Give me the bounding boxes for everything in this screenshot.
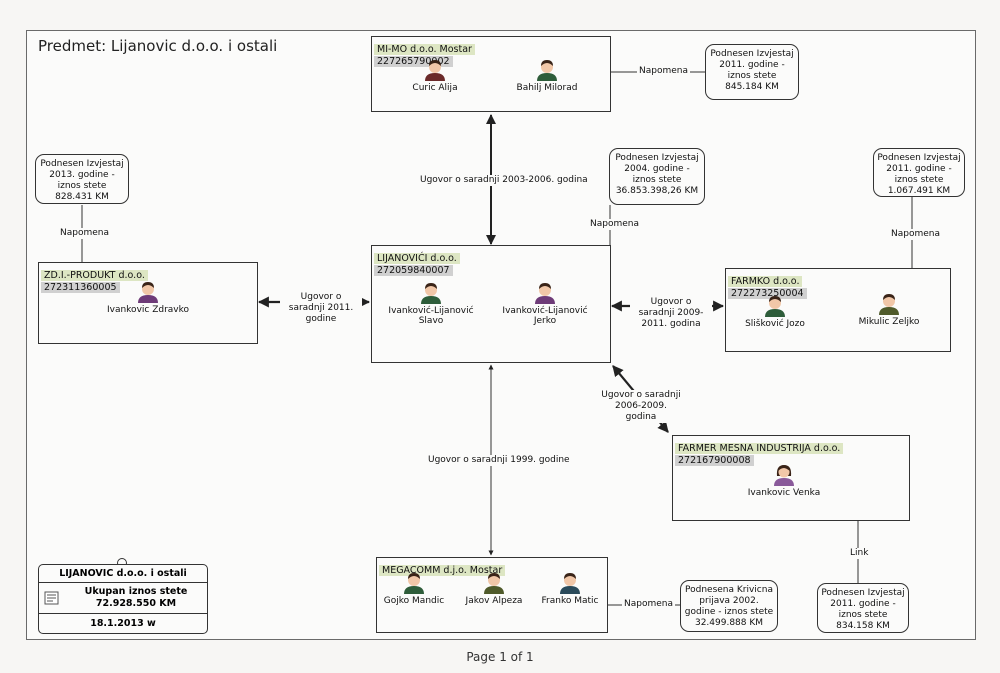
note-lijanovici[interactable]: Podnesen Izvjestaj 2004. godine - iznos … — [609, 148, 705, 205]
label-napomena-zdi: Napomena — [58, 228, 111, 239]
person-icon — [138, 282, 158, 303]
person-jakov-alpeza[interactable]: Jakov Alpeza — [439, 572, 549, 606]
label-napomena-mega: Napomena — [622, 599, 675, 610]
person-name: Slišković Jozo — [745, 319, 805, 329]
note-mimo[interactable]: Podnesen Izvjestaj 2011. godine - iznos … — [705, 44, 799, 100]
person-icon — [774, 465, 794, 486]
label-contract-lij-mega: Ugovor o saradnji 1999. godine — [426, 455, 572, 466]
person-ivankovic-zdravko[interactable]: Ivankovic Zdravko — [93, 281, 203, 315]
note-farmer[interactable]: Podnesen Izvjestaj 2011. godine - iznos … — [817, 583, 909, 633]
document-icon — [39, 590, 65, 606]
label-contract-mimo-lij: Ugovor o saradnji 2003-2006. godina — [418, 175, 590, 186]
label-napomena-lij: Napomena — [588, 219, 641, 230]
entity-mimo[interactable]: MI-MO d.o.o. Mostar 227265790002 Curic A… — [371, 36, 611, 112]
summary-total-value: 72.928.550 KM — [95, 598, 177, 609]
person-slavo[interactable]: Ivanković-Lijanović Slavo — [376, 282, 486, 326]
summary-total-row: Ukupan iznos stete 72.928.550 KM — [39, 583, 207, 614]
person-name: Jakov Alpeza — [465, 596, 523, 606]
note-megacomm[interactable]: Podnesena Krivicna prijava 2002. godine … — [680, 580, 778, 632]
entity-name: MI-MO d.o.o. Mostar — [374, 44, 475, 55]
person-name: Franko Matic — [541, 596, 599, 606]
person-name: Ivanković-Lijanović Slavo — [388, 306, 474, 326]
note-farmko[interactable]: Podnesen Izvjestaj 2011. godine - iznos … — [873, 148, 965, 197]
person-name: Gojko Mandic — [383, 596, 445, 606]
entity-name: MEGACOMM d.j.o. Mostar — [379, 565, 506, 576]
person-name: Bahilj Milorad — [516, 83, 578, 93]
page-title: Predmet: Lijanovic d.o.o. i ostali — [38, 37, 278, 55]
person-ivankovic-venka[interactable]: Ivankovic Venka — [729, 464, 839, 498]
entity-name: FARMER MESNA INDUSTRIJA d.o.o. — [675, 443, 844, 454]
entity-id: 272167900008 — [675, 455, 754, 466]
person-icon — [404, 573, 424, 594]
person-name: Ivankovic Venka — [747, 488, 821, 498]
person-icon — [425, 60, 445, 81]
label-contract-zdi-lij: Ugovor o saradnji 2011. godine — [280, 292, 362, 325]
entity-farmer[interactable]: FARMER MESNA INDUSTRIJA d.o.o. 272167900… — [672, 435, 910, 521]
person-franko-matic[interactable]: Franko Matic — [515, 572, 625, 606]
entity-zdi-produkt[interactable]: ZD.I.-PRODUKT d.o.o. 272311360005 Ivanko… — [38, 262, 258, 344]
person-icon — [879, 294, 899, 315]
person-jerko[interactable]: Ivanković-Lijanović Jerko — [490, 282, 600, 326]
person-name: Ivankovic Zdravko — [106, 305, 190, 315]
entity-name: ZD.I.-PRODUKT d.o.o. — [41, 270, 148, 281]
person-icon — [535, 283, 555, 304]
entity-farmko[interactable]: FARMKO d.o.o. 272273250004 Slišković Joz… — [725, 268, 951, 352]
person-bahilj-milorad[interactable]: Bahilj Milorad — [492, 59, 602, 93]
person-icon — [537, 60, 557, 81]
entity-id: 272059840007 — [374, 265, 453, 276]
person-icon — [560, 573, 580, 594]
entity-id: 272311360005 — [41, 282, 120, 293]
person-icon — [484, 573, 504, 594]
label-napomena-mimo: Napomena — [637, 66, 690, 77]
person-name: Curic Alija — [412, 83, 458, 93]
person-icon — [765, 296, 785, 317]
entity-id: 272273250004 — [728, 288, 807, 299]
entity-megacomm[interactable]: MEGACOMM d.j.o. Mostar Gojko Mandic Jako… — [376, 557, 608, 633]
person-gojko-mandic[interactable]: Gojko Mandic — [359, 572, 469, 606]
label-contract-lij-farmko: Ugovor o saradnji 2009-2011. godina — [630, 297, 712, 330]
person-mikulic-zeljko[interactable]: Mikulic Zeljko — [834, 293, 944, 327]
entity-lijanovici[interactable]: LIJANOVIĆI d.o.o. 272059840007 Ivanković… — [371, 245, 611, 363]
summary-total-label: Ukupan iznos stete — [84, 586, 188, 597]
entity-name: FARMKO d.o.o. — [728, 276, 803, 287]
label-link-farmer: Link — [848, 548, 871, 559]
note-zdi[interactable]: Podnesen Izvjestaj 2013. godine - iznos … — [35, 154, 129, 204]
label-contract-lij-farmer: Ugovor o saradnji 2006-2009. godina — [599, 390, 683, 423]
person-icon — [421, 283, 441, 304]
page-footer: Page 1 of 1 — [466, 650, 534, 664]
person-jozo[interactable]: Slišković Jozo — [720, 295, 830, 329]
summary-date: 18.1.2013 w — [90, 618, 156, 629]
summary-card[interactable]: LIJANOVIC d.o.o. i ostali Ukupan iznos s… — [38, 564, 208, 634]
entity-name: LIJANOVIĆI d.o.o. — [374, 253, 460, 264]
person-name: Mikulic Zeljko — [858, 317, 920, 327]
person-name: Ivanković-Lijanović Jerko — [502, 306, 588, 326]
person-curic-alija[interactable]: Curic Alija — [380, 59, 490, 93]
summary-total: Ukupan iznos stete 72.928.550 KM — [65, 586, 207, 610]
summary-name: LIJANOVIC d.o.o. i ostali — [39, 565, 207, 583]
entity-id: 227265790002 — [374, 56, 453, 67]
label-napomena-farmko: Napomena — [889, 229, 942, 240]
